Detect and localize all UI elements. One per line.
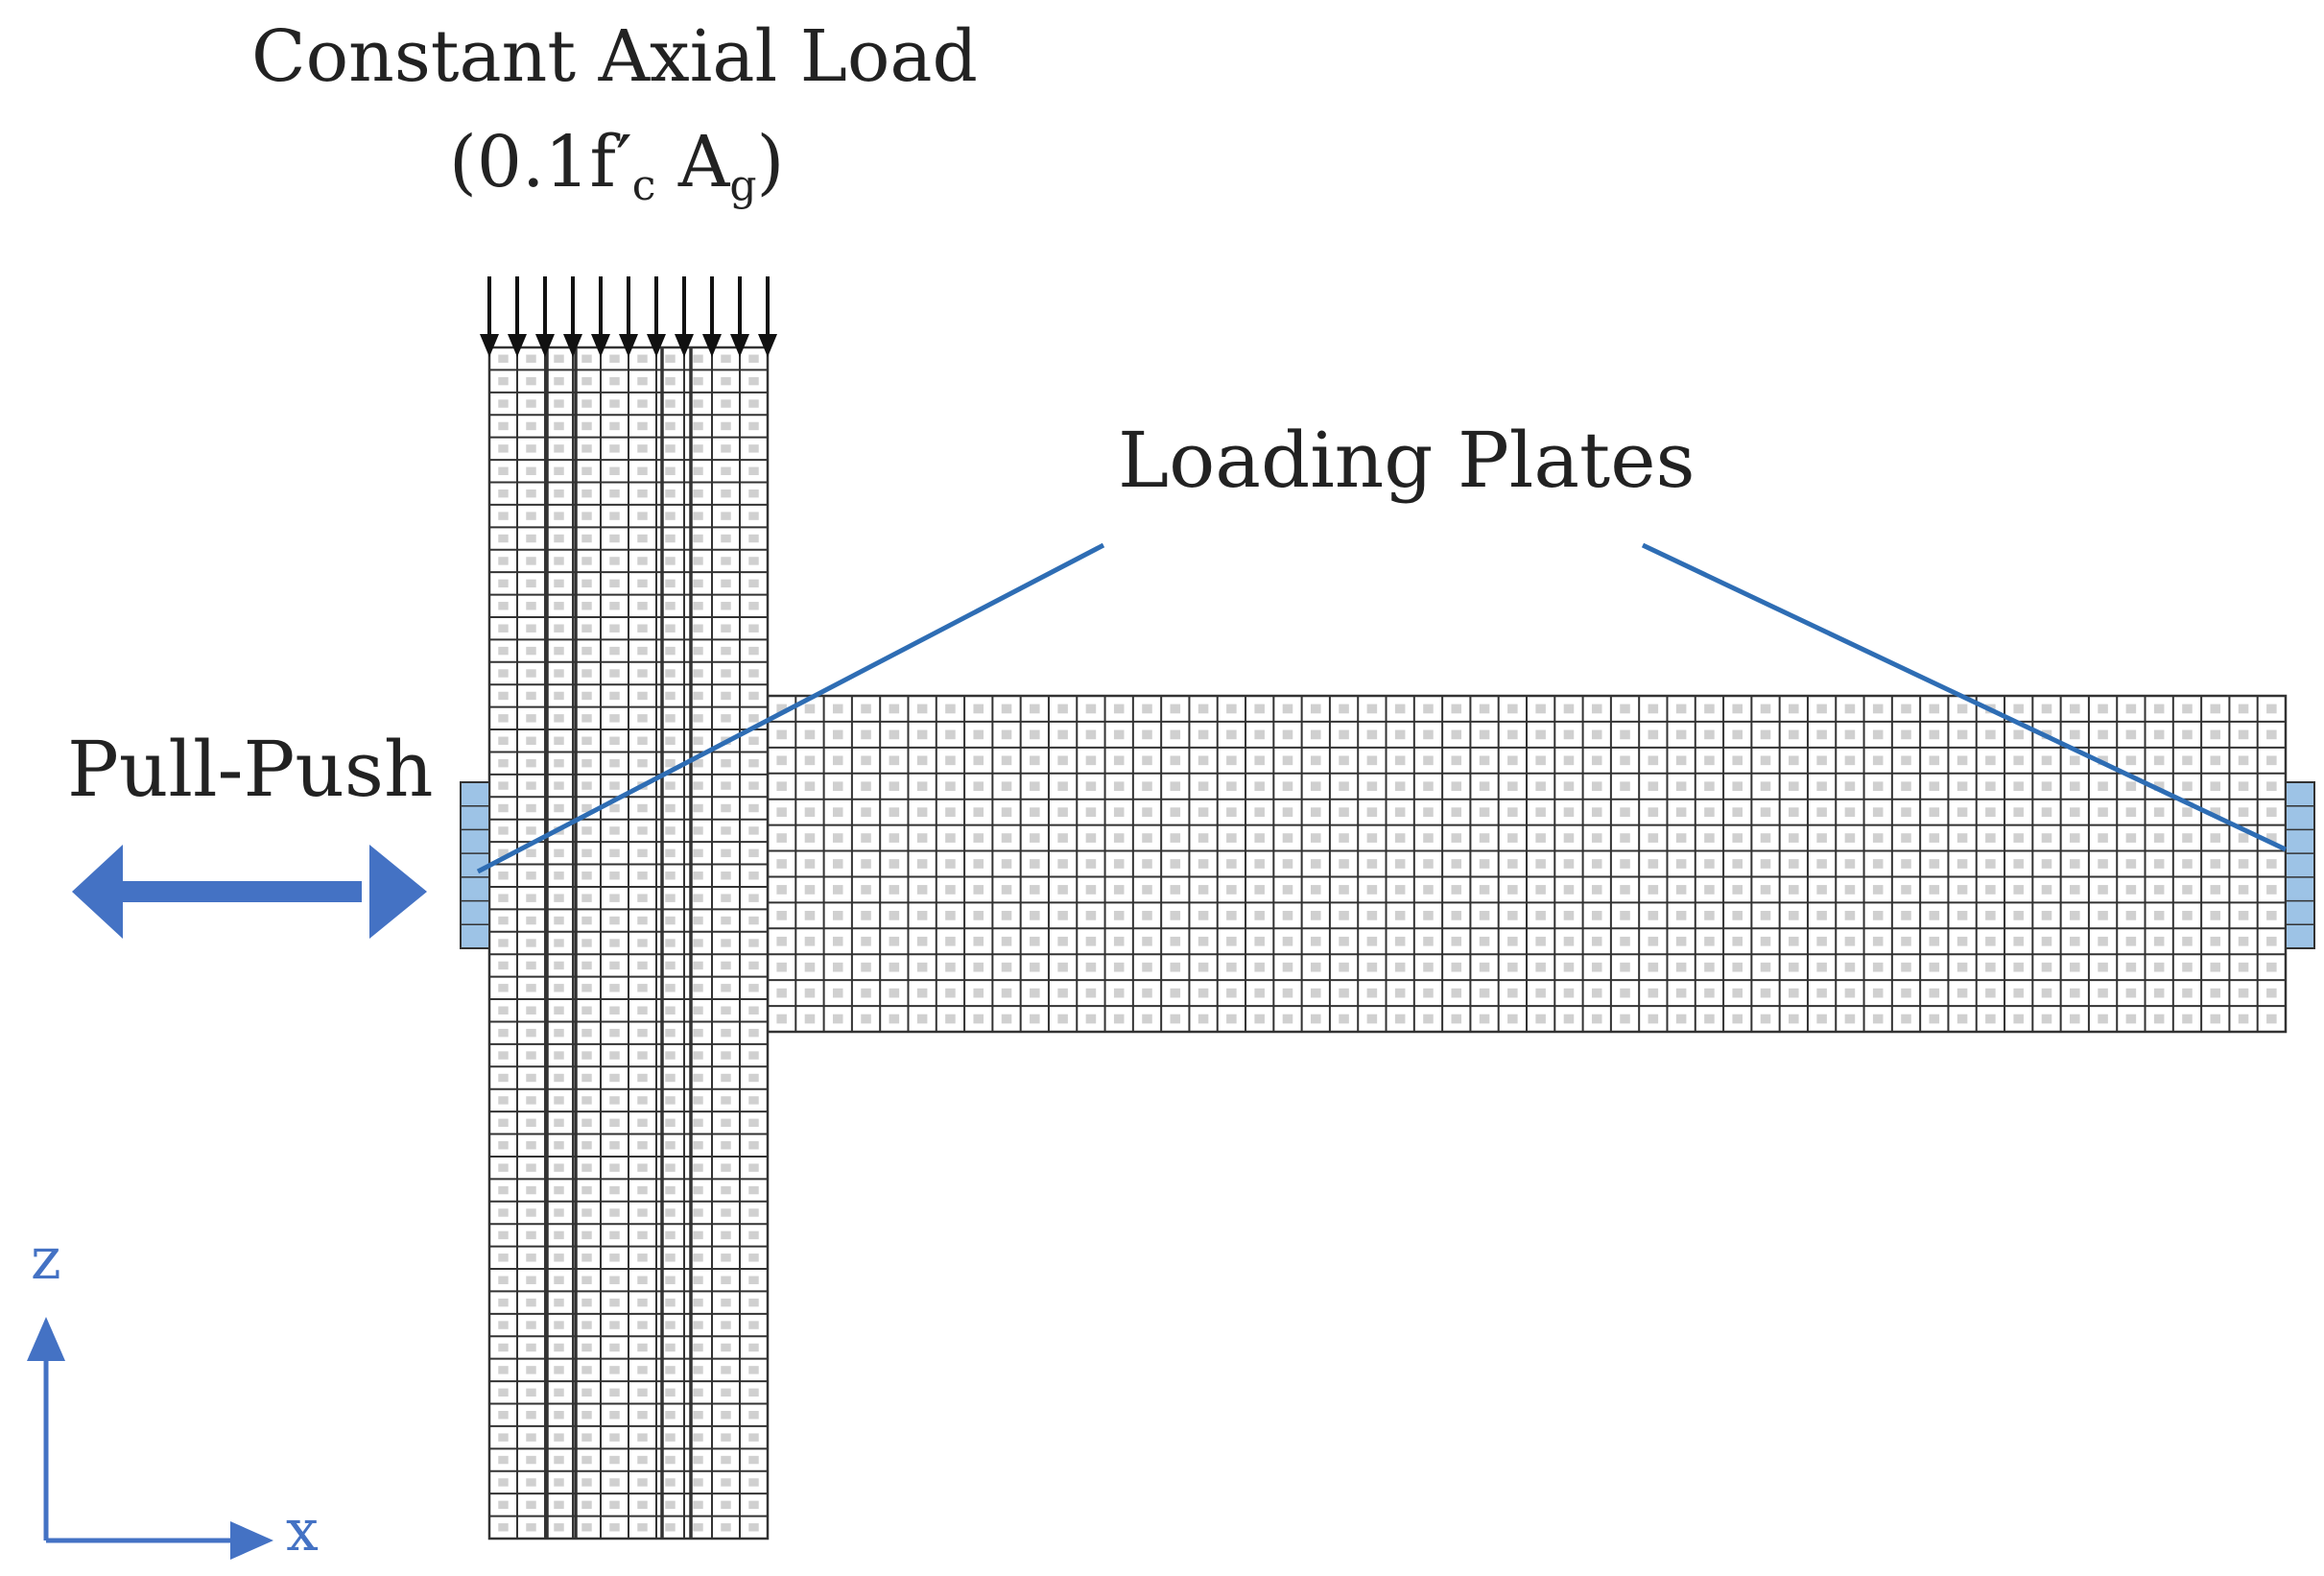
down-arrow-icon [675, 276, 694, 357]
down-arrow-icon [480, 276, 499, 357]
loading-plates-text: Loading Plates [1118, 416, 1696, 505]
right-arrow-icon [230, 1521, 273, 1560]
formula-close: ) [756, 121, 785, 203]
down-arrow-icon [591, 276, 610, 357]
loading-plates-label: Loading Plates [1118, 422, 1696, 499]
down-arrow-icon [508, 276, 527, 357]
axis-triad [27, 1317, 273, 1560]
down-arrow-icon [619, 276, 638, 357]
formula-fc: (0.1f′ [449, 121, 632, 203]
axial-load-title-text: Constant Axial Load [251, 15, 978, 98]
down-arrow-icon [702, 276, 722, 357]
axis-x-label: x [286, 1502, 319, 1560]
leader-line-left [476, 542, 1105, 874]
loading-plate-right [2285, 781, 2315, 949]
down-arrow-icon [563, 276, 582, 357]
finite-element-mesh [487, 346, 2288, 1540]
down-arrow-icon [535, 276, 555, 357]
loading-plate-left [460, 781, 490, 949]
column-mesh [487, 346, 770, 1540]
axis-z-label: z [31, 1230, 61, 1288]
axis-z-text: z [31, 1226, 61, 1293]
up-arrow-icon [27, 1317, 65, 1361]
down-arrow-icon [647, 276, 666, 357]
pull-push-text: Pull-Push [67, 725, 434, 814]
formula-A: A [655, 121, 730, 203]
formula-sub-g: g [729, 161, 757, 210]
axial-load-formula: (0.1f′c Ag) [449, 127, 784, 207]
formula-sub-c: c [631, 161, 656, 210]
loading-plates [460, 781, 2315, 949]
down-arrow-icon [758, 276, 777, 357]
axial-load-arrows [480, 276, 777, 357]
axis-x-text: x [286, 1497, 319, 1564]
pull-push-label: Pull-Push [67, 731, 433, 808]
pull-push-arrow-icon [72, 845, 427, 939]
beam-mesh [766, 694, 2288, 1034]
axial-load-title: Constant Axial Load [251, 21, 978, 92]
down-arrow-icon [730, 276, 749, 357]
leader-line-right [1641, 542, 2288, 852]
